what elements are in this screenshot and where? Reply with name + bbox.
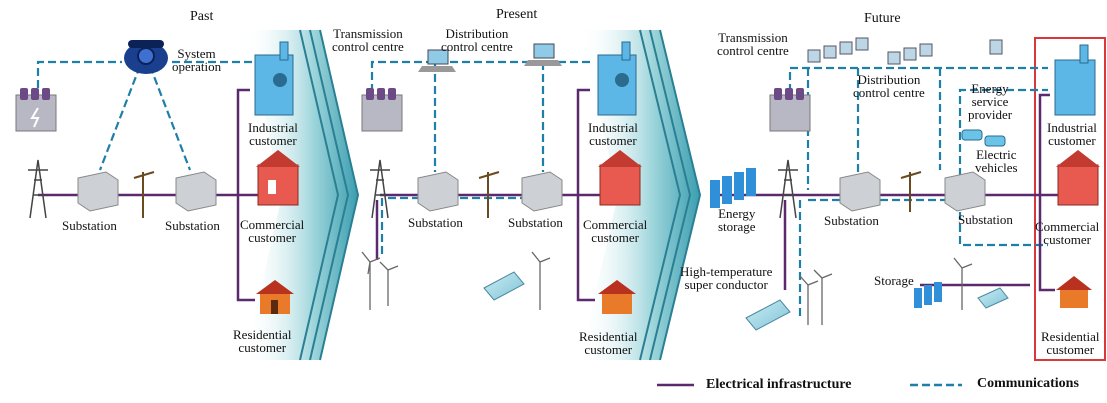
wind-turbine-icon (361, 251, 399, 310)
solar-panel-icon (483, 271, 525, 301)
generator-icon (361, 88, 403, 132)
battery-storage-icon (914, 282, 942, 308)
substation-icon (77, 171, 119, 212)
era-future-title: Future (864, 11, 901, 26)
transmission-tower-icon (370, 159, 390, 219)
battery-storage-icon (710, 168, 756, 208)
computer-cluster-icon (887, 43, 933, 65)
transmission-tower-icon (28, 159, 48, 219)
wind-turbine-icon (953, 257, 973, 310)
commercial-building-icon (598, 150, 642, 206)
substation-label: Substation (824, 213, 879, 228)
computer-icon (989, 39, 1003, 55)
pole-icon (133, 171, 155, 218)
substation-label: Substation (958, 212, 1013, 227)
future-communications (788, 66, 1048, 320)
laptop-icon (524, 43, 562, 66)
substation-label: Substation (62, 218, 117, 233)
substation-label: Substation (508, 215, 563, 230)
industrial-building-icon (254, 41, 294, 116)
era-past-title: Past (190, 9, 214, 24)
solar-panel-icon (745, 299, 791, 331)
industrial-building-icon (1054, 44, 1096, 116)
substation-icon (521, 171, 563, 212)
laptop-icon (418, 49, 456, 72)
pole-icon (900, 171, 922, 212)
wind-turbine-icon (799, 269, 833, 325)
commercial-building-icon (256, 150, 300, 206)
present-electrical (375, 88, 600, 302)
substation-icon (417, 171, 459, 212)
house-icon (1056, 276, 1092, 308)
commercial-building-icon (1056, 150, 1100, 206)
storage-label: Storage (874, 273, 914, 288)
house-icon (256, 280, 294, 314)
transmission-tower-icon (778, 159, 798, 219)
past-electrical (38, 88, 258, 302)
legend-communications-label: Communications (977, 376, 1079, 391)
future-electrical (715, 93, 1060, 292)
pole-icon (478, 171, 500, 218)
generator-icon (15, 88, 57, 132)
industrial-building-icon (597, 41, 637, 116)
wind-turbine-icon (531, 251, 551, 310)
substation-label: Substation (408, 215, 463, 230)
legend-electrical-label: Electrical infrastructure (706, 377, 852, 392)
future-customers-highlight (1034, 37, 1106, 361)
substation-icon (839, 171, 881, 212)
solar-panel-icon (977, 287, 1009, 309)
present-communications (370, 60, 590, 255)
computer-cluster-icon (807, 37, 869, 63)
electric-vehicle-icon (961, 129, 1006, 147)
substation-icon (175, 171, 217, 212)
telephone-icon (124, 40, 168, 74)
house-icon (598, 280, 636, 314)
substation-label: Substation (165, 218, 220, 233)
era-present-title: Present (496, 7, 538, 22)
substation-icon (944, 171, 986, 212)
past-communications (36, 60, 252, 171)
generator-icon (769, 88, 811, 132)
